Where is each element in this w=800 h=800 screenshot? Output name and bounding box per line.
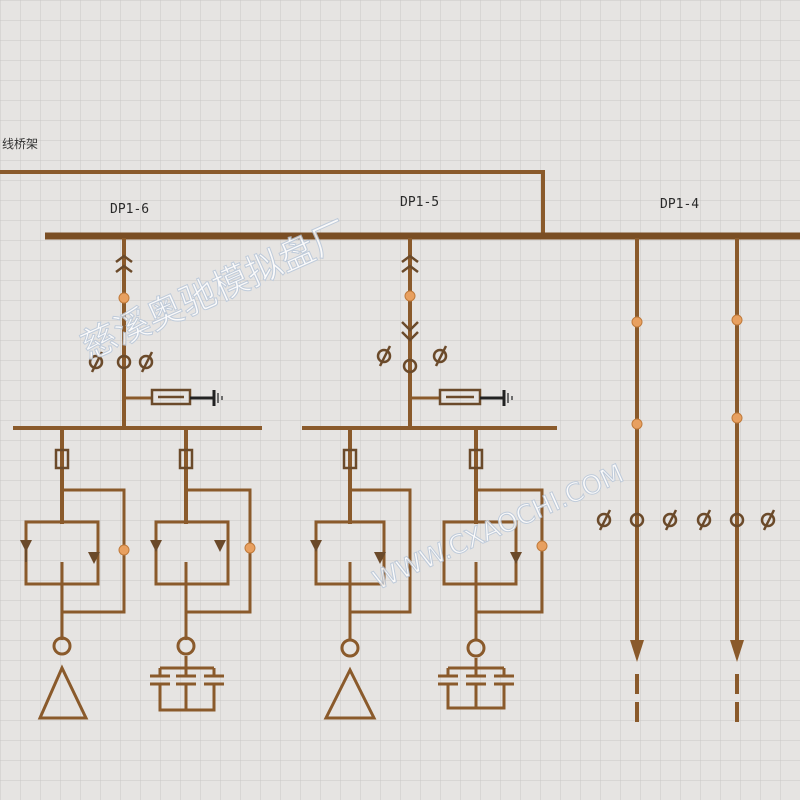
indicator-lamp <box>631 316 643 328</box>
thyristor-icon <box>150 540 162 552</box>
indicator-lamp <box>731 314 743 326</box>
arrow-down-icon <box>630 640 644 662</box>
indicator-lamp <box>631 418 643 430</box>
fuse <box>468 448 484 470</box>
fuse <box>178 448 194 470</box>
coil-icon <box>176 636 196 656</box>
capacitor-bank-icon <box>150 656 224 712</box>
withdrawable-contact <box>401 321 419 342</box>
motor-delta-icon <box>323 666 377 720</box>
withdrawable-contact <box>115 254 133 273</box>
cable-tray-line <box>0 170 545 234</box>
thyristor-icon <box>214 540 226 552</box>
motor-coil-icon <box>340 638 360 658</box>
feeder-label-dp1-6: DP1-6 <box>110 202 149 217</box>
current-transformer-icon <box>88 351 154 373</box>
fuse <box>54 448 70 470</box>
indicator-lamp <box>536 540 548 552</box>
top-caption: 线桥架 <box>2 137 38 151</box>
feeder-section-dp1-4 <box>596 238 776 722</box>
indicator-lamp <box>118 544 130 556</box>
feeder-section-dp1-6 <box>13 238 262 720</box>
feeder-label-dp1-5: DP1-5 <box>400 195 439 210</box>
thyristor-icon <box>88 552 100 564</box>
current-transformer-icon <box>596 509 776 531</box>
feeder-section-dp1-5 <box>302 238 557 720</box>
capacitor-bank-icon <box>438 658 514 710</box>
withdrawable-contact <box>401 254 419 273</box>
feeder-label-dp1-4: DP1-4 <box>660 197 699 212</box>
thyristor-icon <box>310 540 322 552</box>
indicator-lamp <box>244 542 256 554</box>
thyristor-icon <box>510 552 522 564</box>
fuse <box>342 448 358 470</box>
motor-delta-icon <box>37 664 89 720</box>
arrow-down-icon <box>730 640 744 662</box>
motor-coil-icon <box>52 636 72 656</box>
indicator-lamp <box>404 290 416 302</box>
thyristor-icon <box>374 552 386 564</box>
coil-icon <box>466 638 486 658</box>
soft-starter-box <box>154 520 230 586</box>
indicator-lamp <box>118 292 130 304</box>
indicator-lamp <box>731 412 743 424</box>
current-transformer-icon <box>376 345 448 374</box>
